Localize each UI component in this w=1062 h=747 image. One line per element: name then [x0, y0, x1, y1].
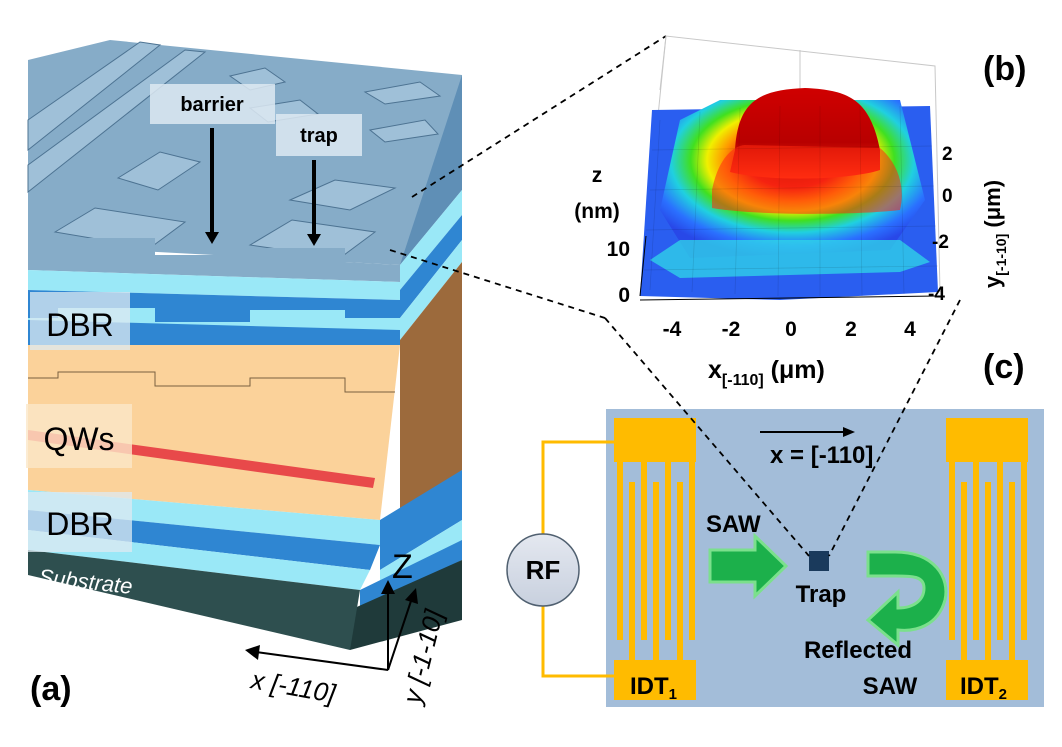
x-tick-2: 2 — [845, 318, 857, 341]
front-peach-contour — [28, 371, 395, 393]
device-x-axis-arrow — [760, 427, 855, 437]
rf-wiring — [541, 440, 614, 678]
side-face-cyan-2 — [400, 240, 462, 340]
zoom-lines-a-b — [389, 35, 667, 319]
saw-label: SAW — [706, 511, 761, 538]
rf-source — [506, 533, 580, 607]
pad-6 — [288, 179, 397, 211]
z-axis-line — [639, 235, 647, 297]
idt-1 — [614, 418, 696, 700]
barrier-arrow — [205, 128, 219, 244]
y-axis-label: y[-1-10] (μm) — [980, 180, 1009, 288]
panel-c-device: IDT1 IDT2 RF x = [-110] SAW — [506, 409, 1044, 707]
x-tick-4: 4 — [904, 318, 916, 341]
dbr-top-label-box — [30, 292, 130, 350]
dbr-bottom-label-box — [28, 492, 132, 552]
y-tick-0: 0 — [942, 186, 953, 207]
zoom-lines-b-c — [604, 299, 961, 557]
z-axis-label-2: (nm) — [574, 200, 620, 223]
trap-label-box — [276, 114, 362, 156]
side-face-brown — [400, 262, 462, 520]
front-substrate — [28, 550, 360, 650]
reflected-label-line2: SAW — [863, 673, 918, 700]
x-axis-label: x[-110] (μm) — [708, 356, 825, 389]
axis-x-label: x [-110] — [247, 664, 338, 709]
idt-2-label: IDT2 — [960, 673, 1007, 703]
x-tick--2: -2 — [722, 318, 741, 341]
z-tick-10: 10 — [607, 238, 630, 261]
x-tick--4: -4 — [663, 318, 682, 341]
qws-label-box — [26, 404, 132, 468]
pad-2 — [363, 81, 442, 105]
y-tick--2: -2 — [932, 232, 949, 253]
dbr-top-label: DBR — [46, 307, 114, 343]
trap-arrow — [307, 160, 321, 246]
z-axis-label-1: z — [592, 164, 603, 187]
panel-b-label: (b) — [983, 50, 1026, 88]
pad-4 — [368, 119, 440, 143]
trap-label-device: Trap — [796, 581, 847, 608]
panel-c-label: (c) — [983, 348, 1025, 386]
reflected-saw-arrow — [865, 550, 948, 649]
axis-z-label: Z — [392, 548, 413, 586]
panel-b-plot: z (nm) 10 0 -4 -2 0 2 4 x[-110] (μm) 2 0… — [574, 35, 1009, 389]
barrier-label: barrier — [180, 94, 244, 116]
trap-label: trap — [300, 125, 338, 147]
y-tick-2: 2 — [942, 144, 953, 165]
x-axis-line — [639, 295, 939, 301]
qws-label: QWs — [43, 421, 114, 457]
reflected-label-line1: Reflected — [804, 637, 912, 664]
surface-dome-ring — [712, 145, 902, 214]
dbr-bottom-label: DBR — [46, 506, 114, 542]
trap-marker — [809, 551, 829, 571]
front-top-layer — [28, 238, 400, 282]
idt-2 — [946, 418, 1028, 700]
device-x-axis-label: x = [-110] — [770, 442, 873, 469]
x-tick-0: 0 — [785, 318, 797, 341]
y-tick--4: -4 — [928, 284, 945, 305]
side-face-substrate — [350, 560, 462, 650]
surface-cyan-band — [650, 240, 930, 278]
surface-mesh — [643, 105, 939, 297]
z-tick-0: 0 — [618, 284, 630, 307]
barrier-label-box — [150, 84, 275, 124]
pad-5 — [116, 151, 202, 191]
idt-1-label: IDT1 — [630, 673, 677, 703]
panel-a-label: (a) — [30, 670, 72, 708]
top-strip-1 — [27, 41, 162, 152]
saw-arrow — [708, 532, 789, 600]
side-face-blue-1 — [400, 215, 462, 318]
side-face-blue-2 — [380, 470, 462, 570]
panel-a-sample-block: barrier trap DBR QWs DBR Substrate — [26, 40, 462, 650]
side-face-cyan-1 — [400, 190, 462, 290]
rf-label: RF — [526, 555, 561, 585]
